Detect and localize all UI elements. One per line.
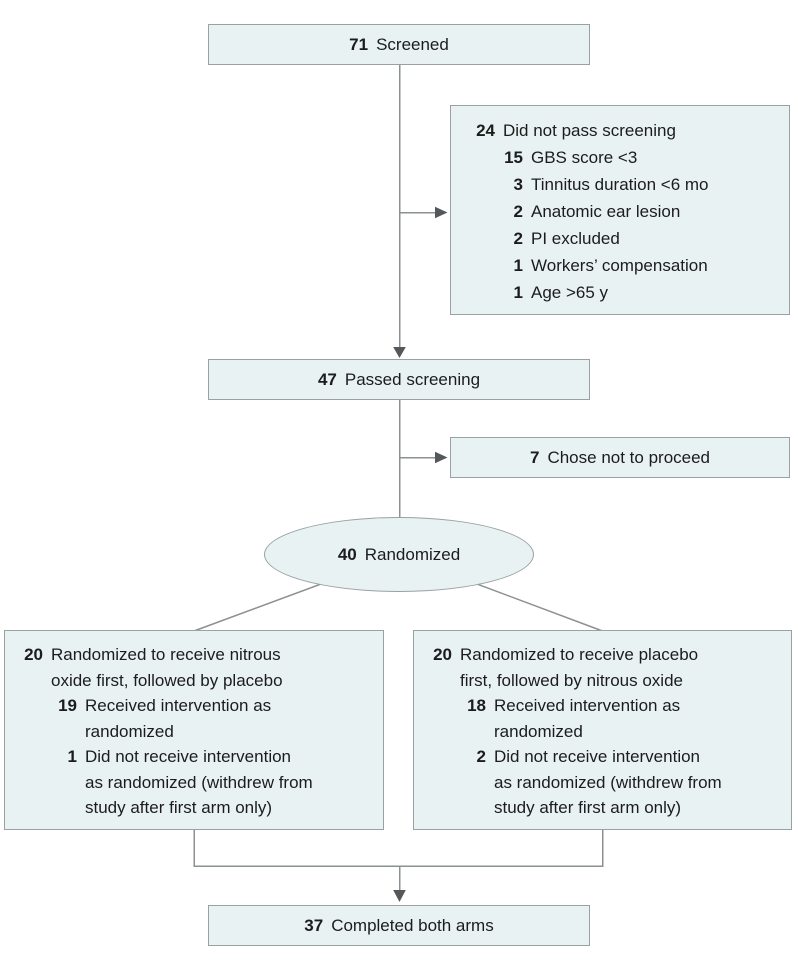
exclusion-reason-row: 1 Workers’ compensation [451,252,789,279]
arm-count: 20 [433,645,452,664]
arm-label: Randomized to receive nitrous oxide firs… [51,645,283,690]
box-completed: 37 Completed both arms [208,905,590,946]
exclusion-reason-row: 15 GBS score <3 [451,144,789,171]
arm-sub-row: 18 Received intervention as randomized [414,693,791,744]
completed-label: Completed both arms [331,915,494,935]
did-not-pass-count: 24 [476,121,495,140]
box-did-not-pass: 24 Did not pass screening 15 GBS score <… [450,105,790,315]
arm-header-row: 20 Randomized to receive nitrous oxide f… [5,642,383,693]
passed-label: Passed screening [344,369,481,389]
reason-label: Age >65 y [531,283,609,302]
arm-sub-count: 19 [58,696,77,715]
connector-arms-merge [193,830,604,867]
arm-sub-label: Received intervention as randomized [85,696,272,741]
arrowhead-into-chose-not [435,451,448,464]
reason-label: PI excluded [531,229,620,248]
arm-sub-count: 2 [476,747,486,766]
arm-count: 20 [24,645,43,664]
randomized-count: 40 [337,544,357,564]
did-not-pass-label: Did not pass screening [503,121,676,140]
chose-not-label: Chose not to proceed [547,447,711,467]
arm-sub-label: Did not receive intervention as randomiz… [494,747,722,817]
reason-count: 2 [513,202,523,221]
chose-not-count: 7 [529,447,540,467]
reason-label: Workers’ compensation [531,256,708,275]
arm-label: Randomized to receive placebo first, fol… [460,645,699,690]
completed-count: 37 [304,915,324,935]
box-chose-not-to-proceed: 7 Chose not to proceed [450,437,790,478]
reason-count: 15 [504,148,523,167]
reason-label: Tinnitus duration <6 mo [531,175,709,194]
arrowhead-into-passed [393,347,406,358]
arm-sub-row: 1 Did not receive intervention as random… [5,744,383,821]
exclusion-reason-row: 2 Anatomic ear lesion [451,198,789,225]
arm-sub-row: 19 Received intervention as randomized [5,693,383,744]
arrowhead-into-did-not-pass [435,206,448,219]
screened-count: 71 [349,34,369,54]
reason-count: 1 [513,283,523,302]
arm-sub-count: 1 [67,747,77,766]
arm-sub-label: Did not receive intervention as randomiz… [85,747,313,817]
ellipse-randomized: 40 Randomized [264,517,534,592]
box-arm-placebo-first: 20 Randomized to receive placebo first, … [413,630,792,830]
screened-label: Screened [376,34,449,54]
exclusion-reason-row: 2 PI excluded [451,225,789,252]
exclusion-reason-row: 1 Age >65 y [451,279,789,306]
reason-label: Anatomic ear lesion [531,202,681,221]
randomized-label: Randomized [364,544,461,564]
arm-sub-row: 2 Did not receive intervention as random… [414,744,791,821]
exclusion-reason-row: 3 Tinnitus duration <6 mo [451,171,789,198]
passed-count: 47 [317,369,337,389]
did-not-pass-header-row: 24 Did not pass screening [451,117,789,144]
box-screened: 71 Screened [208,24,590,65]
arrowhead-into-completed [393,890,406,902]
reason-count: 3 [513,175,523,194]
reason-count: 1 [513,256,523,275]
box-passed-screening: 47 Passed screening [208,359,590,400]
reason-count: 2 [513,229,523,248]
box-arm-nitrous-first: 20 Randomized to receive nitrous oxide f… [4,630,384,830]
arm-header-row: 20 Randomized to receive placebo first, … [414,642,791,693]
arm-sub-count: 18 [467,696,486,715]
reason-label: GBS score <3 [531,148,638,167]
arm-sub-label: Received intervention as randomized [494,696,681,741]
